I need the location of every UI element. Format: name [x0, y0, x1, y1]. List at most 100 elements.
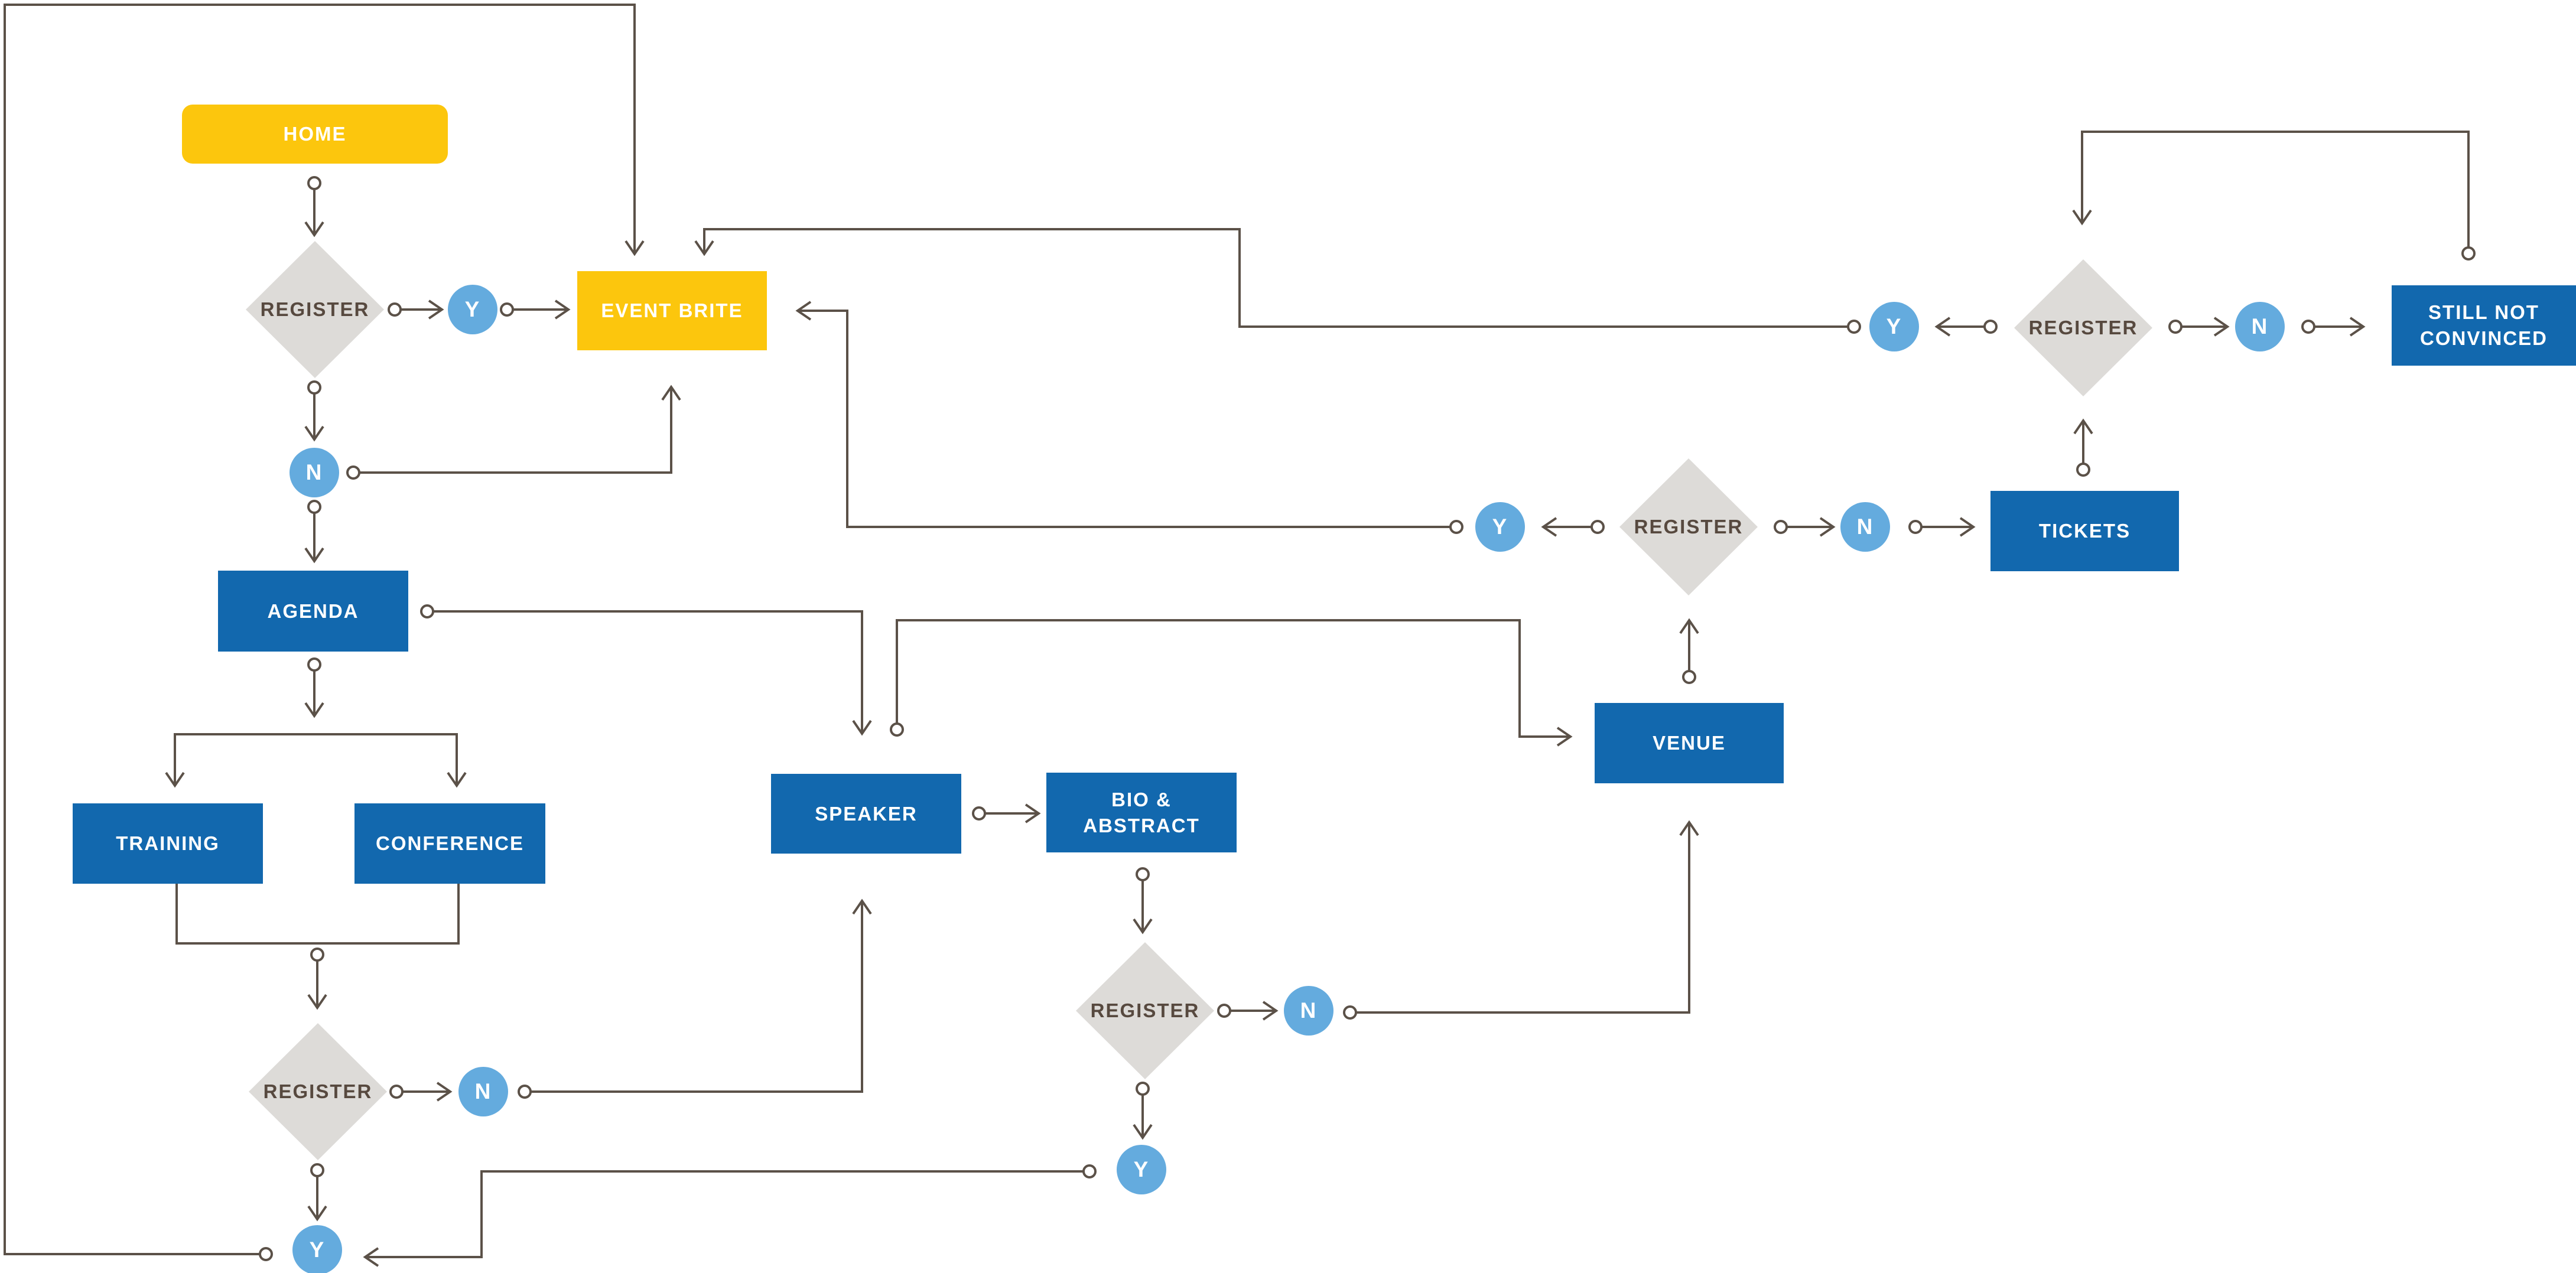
- edge-origin-marker: [2301, 320, 2315, 334]
- answer-y-2-label: Y: [309, 1238, 326, 1262]
- arrowhead-icon: [1541, 517, 1557, 537]
- edge-register5-to-n5: [2168, 317, 2230, 337]
- edge-origin-marker: [346, 465, 360, 480]
- edge-y3-to-y2: [363, 1164, 1097, 1267]
- arrowhead-icon: [2072, 209, 2092, 226]
- edge-agenda-to-speaker: [420, 604, 872, 736]
- edge-register1-to-y1: [388, 299, 444, 320]
- edge-origin-marker: [307, 657, 321, 672]
- edge-register1-to-n1: [304, 380, 324, 442]
- answer-n-5-label: N: [2251, 314, 2269, 338]
- answer-n-1-label: N: [305, 460, 323, 484]
- arrowhead-icon: [852, 719, 872, 736]
- edge-n1-to-eventbrite: [346, 385, 681, 480]
- edge-origin-marker: [1591, 520, 1605, 534]
- edge-n2-to-speaker: [518, 898, 872, 1099]
- node-agenda: AGENDA: [218, 571, 408, 652]
- edge-y5-to-eventbrite: [694, 228, 1861, 334]
- edge-bio-to-register3: [1133, 867, 1153, 935]
- edge-origin-marker: [307, 380, 321, 395]
- arrowhead-icon: [165, 771, 185, 788]
- edge-origin-marker: [1983, 320, 1998, 334]
- edge-speaker-junction-to-venue: [890, 619, 1573, 747]
- edge-register2-to-y2: [307, 1163, 327, 1222]
- answer-y-5-label: Y: [1886, 314, 1902, 338]
- edge-origin-marker: [310, 948, 324, 962]
- edge-origin-marker: [1343, 1005, 1357, 1020]
- answer-n-4: N: [1840, 502, 1890, 552]
- edge-origin-marker: [2076, 463, 2090, 477]
- edge-origin-marker: [1449, 520, 1463, 534]
- arrowhead-icon: [1262, 1001, 1279, 1021]
- answer-y-4: Y: [1475, 502, 1525, 552]
- arrowhead-icon: [1556, 727, 1573, 747]
- node-still-not-convinced-label: STILL NOT CONVINCED: [2419, 301, 2548, 349]
- edge-training-conference-join: [175, 884, 460, 945]
- edge-n3-to-venue: [1343, 820, 1699, 1020]
- edge-origin-marker: [1217, 1004, 1231, 1018]
- edge-origin-marker: [420, 604, 434, 618]
- edge-register3-to-y3: [1133, 1082, 1153, 1140]
- node-home: HOME: [182, 105, 448, 164]
- edge-register4-to-n4: [1774, 517, 1836, 537]
- arrowhead-icon: [428, 299, 444, 320]
- arrowhead-icon: [304, 702, 324, 718]
- node-speaker: SPEAKER: [771, 774, 961, 854]
- arrowhead-icon: [2349, 317, 2366, 337]
- arrowhead-icon: [2073, 418, 2093, 435]
- arrowhead-icon: [1133, 918, 1153, 935]
- answer-n-2-label: N: [474, 1079, 492, 1103]
- answer-n-1: N: [290, 448, 339, 497]
- node-bio-abstract-label: BIO & ABSTRACT: [1083, 788, 1200, 836]
- arrowhead-icon: [661, 385, 681, 401]
- edge-origin-marker: [1136, 867, 1150, 881]
- edge-origin-marker: [389, 1085, 404, 1099]
- edge-y2-to-eventbrite-border-loop: [4, 4, 645, 1261]
- node-conference-label: CONFERENCE: [375, 832, 525, 854]
- edge-origin-marker: [972, 806, 986, 821]
- decision-register-1-label: REGISTER: [260, 298, 370, 320]
- edge-y1-to-eventbrite: [500, 299, 571, 320]
- node-training-label: TRAINING: [116, 832, 220, 854]
- node-venue-label: VENUE: [1653, 732, 1726, 754]
- decision-register-5-label: REGISTER: [2028, 317, 2138, 338]
- answer-n-4-label: N: [1856, 515, 1874, 539]
- edge-speaker-to-bio: [972, 803, 1041, 823]
- answer-y-3: Y: [1117, 1145, 1166, 1194]
- node-eventbrite-label: EVENT BRITE: [601, 299, 743, 321]
- edge-n1-to-agenda: [304, 500, 324, 564]
- arrowhead-icon: [554, 299, 571, 320]
- node-still-not-convinced: STILL NOT CONVINCED: [2392, 285, 2576, 366]
- edge-n5-to-still-not-convinced: [2301, 317, 2366, 337]
- node-tickets: TICKETS: [1990, 491, 2179, 571]
- arrowhead-icon: [1679, 618, 1699, 634]
- node-venue: VENUE: [1595, 703, 1784, 783]
- edge-still-not-convinced-to-register5-loop: [2072, 131, 2476, 261]
- arrowhead-icon: [304, 547, 324, 564]
- arrowhead-icon: [1934, 317, 1951, 337]
- arrowhead-icon: [1133, 1124, 1153, 1140]
- edge-origin-marker: [2168, 320, 2183, 334]
- edge-origin-marker: [1136, 1082, 1150, 1096]
- answer-y-1-label: Y: [464, 297, 481, 321]
- node-agenda-label: AGENDA: [267, 600, 359, 622]
- edge-origin-marker: [307, 500, 321, 514]
- edge-origin-marker: [307, 176, 321, 190]
- edge-register4-to-y4: [1541, 517, 1605, 537]
- arrowhead-icon: [625, 240, 645, 256]
- edge-register2-to-n2: [389, 1082, 453, 1102]
- edge-origin-marker: [259, 1247, 273, 1261]
- decision-register-2-label: REGISTER: [263, 1080, 373, 1102]
- arrowhead-icon: [307, 1205, 327, 1222]
- arrowhead-icon: [1959, 517, 1976, 537]
- edge-origin-marker: [1774, 520, 1788, 534]
- arrowhead-icon: [1024, 803, 1041, 823]
- arrowhead-icon: [1819, 517, 1836, 537]
- edge-origin-marker: [1082, 1164, 1097, 1178]
- edge-origin-marker: [518, 1085, 532, 1099]
- arrowhead-icon: [304, 221, 324, 237]
- answer-n-2: N: [458, 1067, 508, 1116]
- edge-origin-marker: [890, 722, 904, 737]
- edge-tickets-to-register5: [2073, 418, 2093, 477]
